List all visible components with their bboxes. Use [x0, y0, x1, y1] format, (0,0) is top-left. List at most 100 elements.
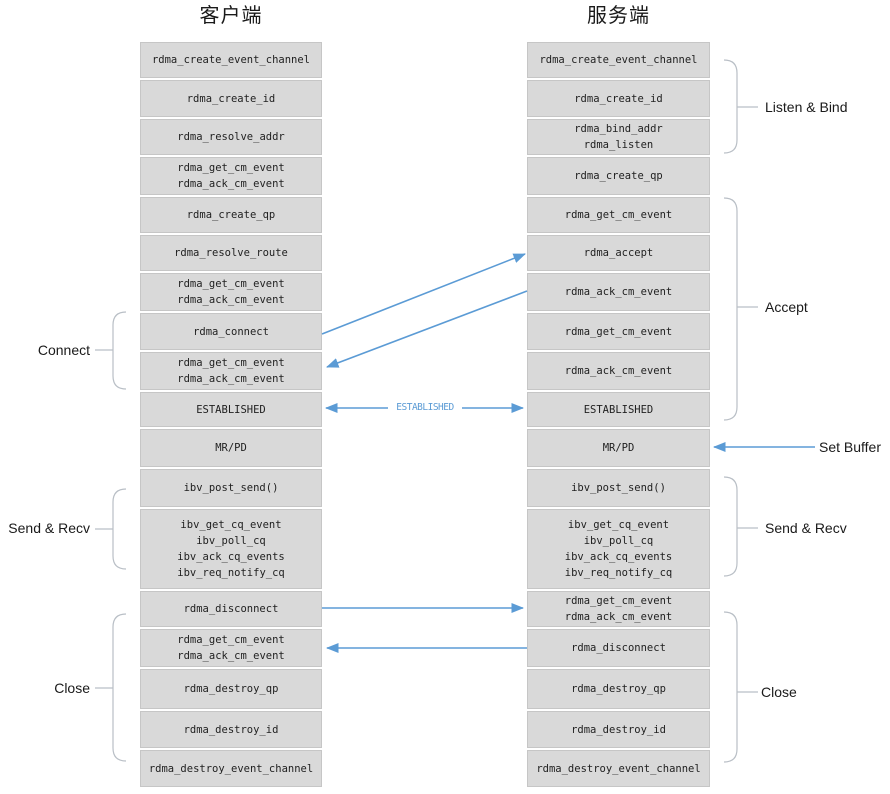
- box-label: rdma_ack_cm_event: [177, 373, 285, 385]
- box-label: ibv_ack_cq_events: [177, 551, 285, 563]
- accept-brace: [723, 197, 758, 421]
- server-flow-box: rdma_ack_cm_event: [527, 352, 710, 390]
- client-flow-box: rdma_destroy_qp: [140, 669, 322, 709]
- box-label: rdma_connect: [193, 325, 269, 338]
- box-label: rdma_destroy_event_channel: [148, 762, 314, 775]
- server-flow-box: ibv_get_cq_event ibv_poll_cq ibv_ack_cq_ev…: [527, 509, 710, 589]
- server-flow-box: rdma_get_cm_event: [527, 197, 710, 233]
- server-flow-box: rdma_get_cm_event rdma_ack_cm_event: [527, 591, 710, 627]
- box-label: rdma_ack_cm_event: [177, 178, 285, 190]
- box-label: rdma_create_id: [186, 92, 276, 105]
- box-label: rdma_resolve_addr: [177, 131, 285, 143]
- box-label: rdma_destroy_id: [571, 723, 666, 736]
- client-flow-box: rdma_create_id: [140, 80, 322, 117]
- server-flow-box: MR/PD: [527, 429, 710, 467]
- box-label: rdma_ack_cm_event: [564, 365, 673, 377]
- box-label: rdma_destroy_id: [183, 723, 279, 736]
- server-flow-box: ibv_post_send(): [527, 469, 710, 507]
- box-label: rdma_destroy_qp: [571, 683, 666, 695]
- server-flow-box: ESTABLISHED: [527, 392, 710, 427]
- client-flow-box: rdma_get_cm_event rdma_ack_cm_event: [140, 629, 322, 667]
- connect-request-arrow: [321, 253, 526, 335]
- box-label: ibv_poll_cq: [583, 535, 654, 547]
- server-flow-box: rdma_destroy_id: [527, 711, 710, 748]
- box-label: ESTABLISHED: [583, 403, 654, 416]
- client-flow-box: rdma_create_qp: [140, 197, 322, 233]
- send-recv-left-brace: [95, 488, 127, 570]
- connect-label: Connect: [37, 342, 90, 358]
- box-label: rdma_resolve_route: [174, 247, 288, 259]
- box-label: ibv_req_notify_cq: [177, 567, 285, 579]
- server-flow-box: rdma_create_event_channel: [527, 42, 710, 78]
- accept-reply-arrow: [326, 290, 528, 368]
- send-recv-right-brace: [723, 476, 758, 577]
- box-label: rdma_get_cm_event: [177, 278, 285, 290]
- server-flow-box: rdma_disconnect: [527, 629, 710, 667]
- client-flow-box: rdma_create_event_channel: [140, 42, 322, 78]
- box-label: rdma_get_cm_event: [177, 162, 285, 174]
- box-label: MR/PD: [602, 442, 635, 454]
- client-flow-box: rdma_disconnect: [140, 591, 322, 627]
- box-label: rdma_get_cm_event: [177, 357, 285, 369]
- box-label: rdma_create_qp: [574, 170, 663, 182]
- server-flow-box: rdma_create_id: [527, 80, 710, 117]
- server-flow-box: rdma_ack_cm_event: [527, 273, 710, 311]
- server-flow-box: rdma_destroy_event_channel: [527, 750, 710, 787]
- box-label: rdma_create_id: [574, 92, 663, 105]
- box-label: rdma_destroy_qp: [183, 683, 279, 695]
- listen-bind-brace: [723, 59, 758, 154]
- send-recv-right-label: Send & Recv: [765, 520, 847, 536]
- set-buffer-label: Set Buffer: [819, 439, 882, 455]
- box-label: ibv_get_cq_event: [180, 519, 282, 531]
- box-label: ibv_req_notify_cq: [564, 567, 673, 579]
- box-label: ibv_ack_cq_events: [564, 551, 673, 563]
- box-label: rdma_get_cm_event: [564, 595, 673, 607]
- accept-label: Accept: [765, 299, 808, 315]
- close-right-label: Close: [761, 684, 797, 700]
- box-label: rdma_bind_addr: [574, 123, 663, 135]
- box-label: rdma_listen: [583, 139, 654, 151]
- box-label: rdma_get_cm_event: [177, 634, 285, 646]
- client-flow-box: ibv_post_send(): [140, 469, 322, 507]
- client-flow-box: rdma_destroy_id: [140, 711, 322, 748]
- server-flow-box: rdma_create_qp: [527, 157, 710, 195]
- server-flow-box: rdma_get_cm_event: [527, 313, 710, 350]
- server-flow-box: rdma_destroy_qp: [527, 669, 710, 709]
- server-flow-box: rdma_accept: [527, 235, 710, 271]
- box-label: rdma_disconnect: [571, 642, 666, 654]
- box-label: rdma_ack_cm_event: [177, 650, 285, 662]
- server-flow-box: rdma_bind_addr rdma_listen: [527, 119, 710, 155]
- box-label: rdma_accept: [583, 247, 654, 259]
- box-label: rdma_create_event_channel: [151, 54, 311, 66]
- box-label: rdma_create_qp: [186, 209, 276, 221]
- box-label: rdma_ack_cm_event: [564, 286, 673, 298]
- box-label: rdma_get_cm_event: [564, 209, 673, 221]
- box-label: ESTABLISHED: [196, 403, 266, 416]
- client-flow-box: rdma_get_cm_event rdma_ack_cm_event: [140, 157, 322, 195]
- box-label: ibv_get_cq_event: [567, 519, 670, 531]
- client-flow-box: rdma_resolve_addr: [140, 119, 322, 155]
- box-label: ibv_poll_cq: [196, 535, 266, 547]
- client-flow-box: ibv_get_cq_event ibv_poll_cq ibv_ack_cq_ev…: [140, 509, 322, 589]
- client-flow-box: ESTABLISHED: [140, 392, 322, 427]
- client-flow-box: rdma_connect: [140, 313, 322, 350]
- box-label: rdma_destroy_event_channel: [536, 762, 701, 775]
- client-flow-box: rdma_resolve_route: [140, 235, 322, 271]
- client-column-title: 客户端: [199, 5, 263, 27]
- close-left-label: Close: [54, 680, 90, 696]
- box-label: rdma_ack_cm_event: [564, 611, 673, 623]
- send-recv-left-label: Send & Recv: [8, 520, 90, 536]
- server-column-title: 服务端: [587, 5, 650, 27]
- box-label: rdma_disconnect: [183, 603, 279, 615]
- box-label: ibv_post_send(): [183, 482, 279, 494]
- client-flow-box: rdma_destroy_event_channel: [140, 750, 322, 787]
- close-left-brace: [95, 613, 127, 762]
- box-label: MR/PD: [215, 442, 247, 454]
- close-right-brace: [723, 611, 758, 763]
- client-flow-box: rdma_get_cm_event rdma_ack_cm_event: [140, 352, 322, 390]
- established-arrow-label: ESTABLISHED: [388, 401, 462, 414]
- box-label: rdma_create_event_channel: [539, 54, 698, 66]
- box-label: rdma_get_cm_event: [564, 325, 673, 338]
